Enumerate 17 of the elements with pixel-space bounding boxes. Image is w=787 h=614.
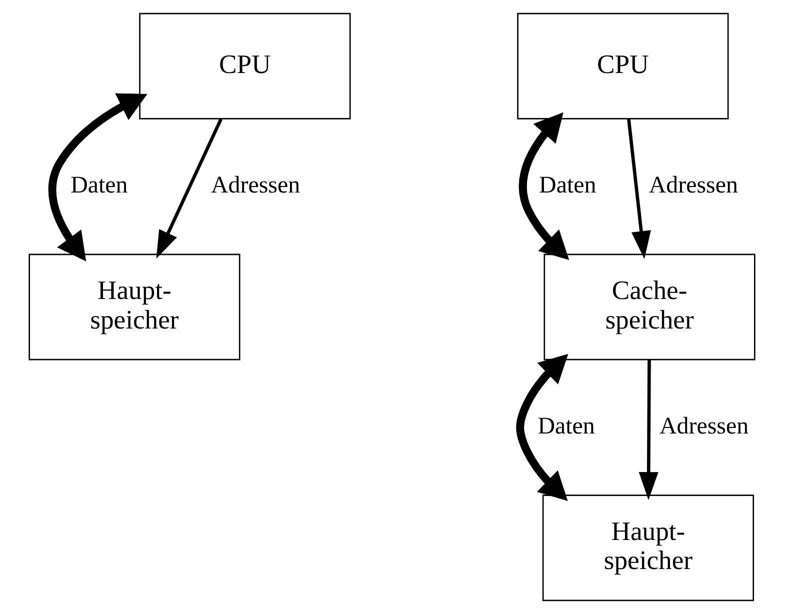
node-box: CPU (516, 12, 728, 120)
edge-label: Daten (538, 172, 596, 198)
edge-label: Adressen (210, 172, 300, 198)
edge-label: Daten (70, 172, 128, 198)
arrow (48, 93, 147, 262)
edge-label: Adressen (659, 413, 748, 440)
node-box: Haupt- speicher (542, 494, 754, 602)
node-box: Cache- speicher (543, 254, 755, 360)
arrow (156, 118, 222, 259)
arrow (518, 112, 569, 260)
arrow (516, 354, 568, 501)
arrow (626, 118, 650, 260)
arrow (638, 360, 658, 500)
node-box: CPU (138, 12, 350, 120)
edge-label: Adressen (648, 172, 738, 198)
node-box: Haupt- speicher (28, 254, 240, 360)
edge-label: Daten (537, 413, 594, 440)
